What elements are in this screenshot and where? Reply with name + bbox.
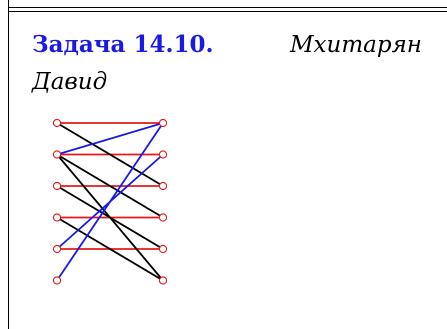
edge-black-9 [56, 216, 164, 282]
edge-black-6 [56, 153, 164, 219]
vertex-layer [52, 118, 168, 285]
right-vertex-4 [158, 244, 168, 254]
page-frame [8, 0, 447, 329]
top-rule [8, 7, 447, 8]
left-vertex-1 [52, 150, 62, 159]
top-rule-inner [8, 11, 447, 12]
edge-blue-12 [56, 122, 164, 282]
edge-layer [56, 122, 164, 282]
left-vertex-3 [52, 213, 62, 222]
left-vertex-5 [52, 276, 62, 285]
right-vertex-1 [158, 150, 168, 159]
right-vertex-0 [158, 118, 168, 128]
right-vertex-3 [158, 213, 168, 222]
edge-blue-10 [56, 122, 164, 156]
left-vertex-0 [52, 118, 62, 128]
left-vertex-2 [52, 181, 62, 191]
edge-black-5 [56, 122, 164, 187]
problem-label: Задача 14.10. [32, 31, 214, 58]
author-given-name: Давид [32, 69, 108, 95]
right-vertex-5 [158, 276, 168, 285]
author-surname: Мхитарян [290, 32, 422, 58]
left-vertex-4 [52, 244, 62, 254]
right-vertex-2 [158, 181, 168, 191]
edge-black-8 [56, 185, 164, 250]
problem-heading: Задача 14.10. Мхитарян [32, 30, 447, 60]
